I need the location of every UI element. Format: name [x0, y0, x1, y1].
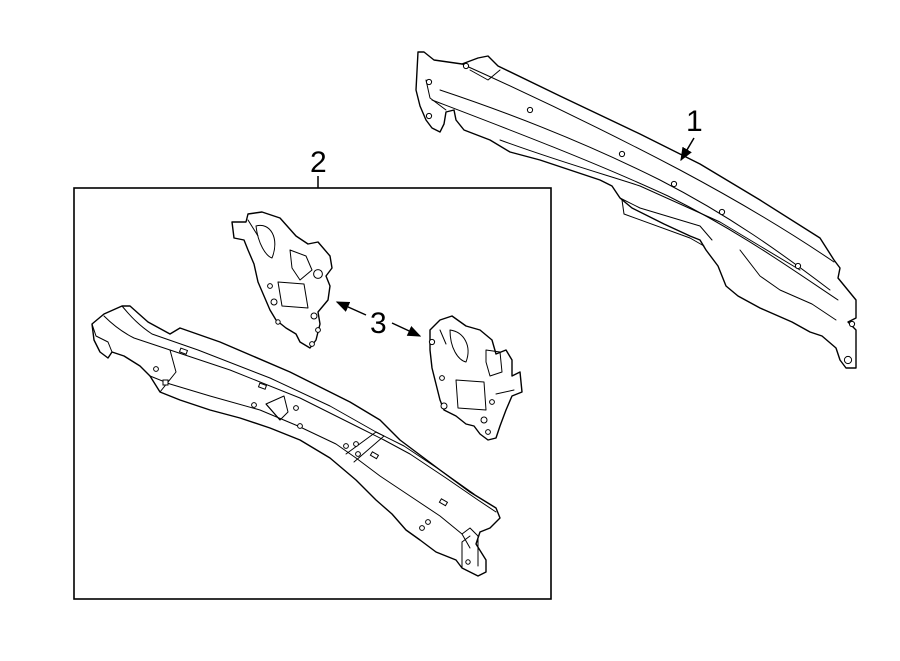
leader-3b — [391, 322, 422, 337]
part-2-crossmember[interactable] — [91, 305, 501, 577]
callout-3: 3 — [370, 307, 387, 340]
leader-1 — [680, 137, 695, 162]
part-1-rear-panel[interactable] — [415, 51, 857, 369]
part-2-group-box — [73, 187, 552, 600]
callout-2: 2 — [310, 146, 327, 179]
part-3-bracket-left[interactable] — [231, 211, 333, 349]
part-3-bracket-right[interactable] — [428, 315, 523, 441]
callout-1: 1 — [686, 105, 703, 138]
leader-3a — [335, 301, 367, 316]
